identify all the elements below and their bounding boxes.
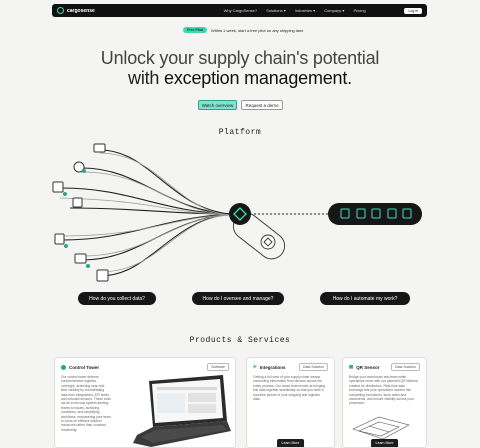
hero-line2-strong: exception management. (164, 68, 352, 88)
automation-icon (340, 208, 350, 219)
nav-link-solutions[interactable]: Solutions ▾ (266, 8, 286, 13)
card-header: ▦ QR Sensor Data Solution (343, 358, 426, 371)
server-icon (93, 143, 106, 153)
learn-more-button[interactable]: Learn More (370, 439, 399, 447)
product-card-qr-sensor[interactable]: ▦ QR Sensor Data Solution Bridge your wa… (342, 357, 427, 448)
hero-headline-line2: with exception management. (0, 68, 480, 89)
card-chip: Data Solution (298, 363, 328, 371)
brand-name: cargosense (67, 7, 95, 14)
hero-headline-line1: Unlock your supply chain's potential (100, 48, 380, 68)
document-icon (54, 233, 65, 245)
product-card-integrations[interactable]: ✣ Integrations Data Solution Getting a f… (246, 357, 335, 448)
nav-links: Why CargoSense? Solutions ▾ Industries ▾… (134, 8, 366, 13)
watch-overview-button[interactable]: Watch overview (198, 100, 237, 110)
hub-node (229, 203, 251, 225)
nav-link-pricing[interactable]: Pricing (353, 8, 366, 13)
flow-line (99, 149, 231, 215)
request-demo-button[interactable]: Request a demo (241, 100, 283, 110)
hero-line2-prefix: with (128, 68, 165, 88)
diamond-icon (233, 207, 247, 221)
diamond-outline-icon (263, 237, 273, 247)
qr-icon: ▦ (349, 364, 354, 369)
products-title: Products & Services (189, 336, 291, 345)
package-icon (74, 253, 87, 264)
card-description: Our control tower delivers comprehensive… (61, 375, 111, 432)
monitor-icon (52, 181, 64, 193)
control-tower-icon (61, 364, 66, 370)
card-title: Integrations (259, 364, 286, 370)
card-header: ✣ Integrations Data Solution (247, 358, 334, 371)
nav-link-company[interactable]: Company ▾ (324, 8, 345, 13)
card-description: Bridge your warehouse and team while ope… (349, 375, 419, 406)
login-button[interactable]: Log in (404, 7, 422, 14)
card-chip: Data Solution (390, 363, 420, 371)
platform-diagram (52, 143, 422, 282)
automation-icon (387, 208, 397, 219)
platform-title: Platform (218, 128, 262, 137)
card-description: Getting a full view of your supply chain… (253, 375, 326, 402)
learn-more-button[interactable]: Learn More (276, 439, 305, 447)
card-title: QR Sensor (356, 364, 380, 370)
grid-icon (96, 269, 109, 282)
thermometer-icon (73, 161, 85, 173)
question-oversee-manage[interactable]: How do I oversee and manage? (192, 292, 284, 305)
card-header: Control Tower Software (55, 358, 235, 371)
logo-icon (57, 7, 64, 14)
automation-icon (371, 208, 381, 219)
top-nav: cargosense Why CargoSense? Solutions ▾ I… (52, 4, 427, 17)
device-icon (72, 197, 83, 208)
free-pilot-badge: Free Pilot (183, 27, 207, 33)
card-chip: Software (207, 363, 229, 371)
card-title: Control Tower (69, 364, 100, 370)
integrations-icon: ✣ (253, 364, 257, 369)
automation-module (328, 203, 422, 225)
announcement-text: Within 1 week, start a free pilot on any… (210, 27, 304, 33)
announcement-bar[interactable]: Free Pilot Within 1 week, start a free p… (183, 27, 303, 33)
question-automate[interactable]: How do I automate my work? (320, 292, 410, 305)
automation-icon (356, 208, 366, 219)
automation-icon (402, 208, 412, 219)
brand-logo[interactable]: cargosense (57, 7, 95, 14)
flow-line (61, 187, 231, 215)
laptop-image (133, 375, 231, 447)
nav-link-industries[interactable]: Industries ▾ (294, 8, 316, 13)
qr-sticker-illustration (352, 416, 410, 440)
product-card-control-tower[interactable]: Control Tower Software Our control tower… (54, 357, 236, 448)
question-collect-data[interactable]: How do you collect data? (78, 292, 156, 305)
nav-link-why[interactable]: Why CargoSense? (223, 8, 258, 13)
